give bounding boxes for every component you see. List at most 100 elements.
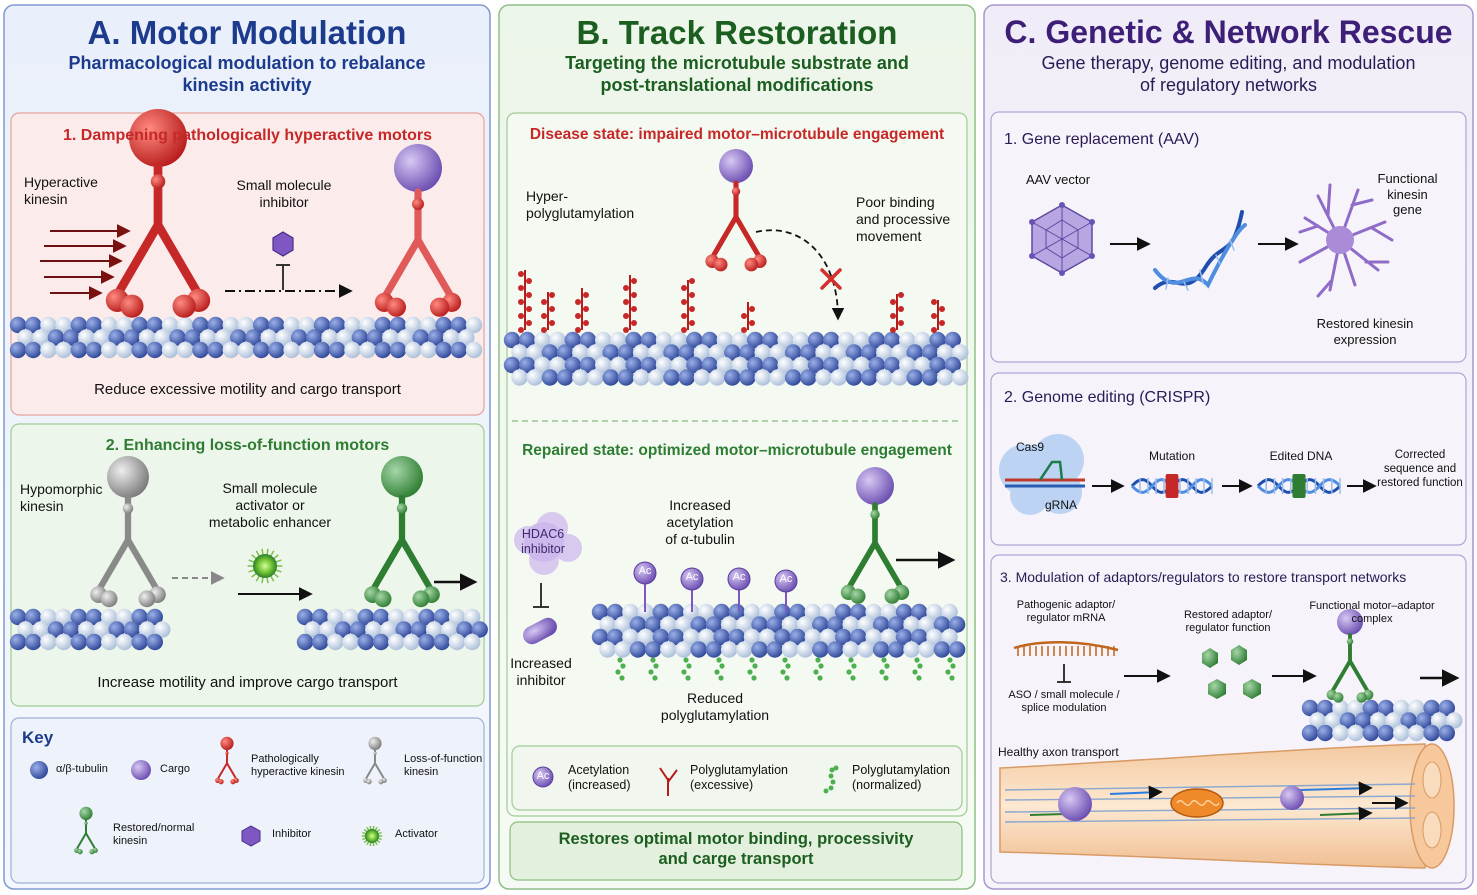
tubulin-subunit bbox=[418, 633, 435, 651]
tubulin-subunit bbox=[471, 621, 488, 638]
tubulin-subunit bbox=[660, 616, 677, 633]
tubulin-subunit bbox=[1332, 699, 1349, 717]
tubulin-subunit bbox=[9, 316, 27, 334]
motor-domain bbox=[386, 297, 406, 317]
tubulin-subunit bbox=[572, 344, 589, 361]
glutamate bbox=[931, 327, 937, 333]
tubulin-subunit bbox=[32, 621, 49, 638]
tubulin-subunit bbox=[655, 331, 673, 349]
tubulin-subunit bbox=[1324, 712, 1341, 729]
tubulin-subunit bbox=[534, 356, 551, 374]
key-inhibitor: Inhibitor bbox=[272, 828, 312, 840]
box-a-key bbox=[10, 717, 485, 884]
tubulin-subunit bbox=[880, 603, 897, 621]
glu-bead bbox=[949, 675, 955, 681]
tubulin-subunit bbox=[572, 369, 589, 386]
tubulin-subunit bbox=[433, 608, 450, 626]
tubulin-subunit bbox=[865, 628, 882, 646]
tubulin-subunit bbox=[237, 341, 255, 359]
panel-b-footer: Restores optimal motor binding, processi… bbox=[558, 830, 914, 868]
tubulin-subunit bbox=[1354, 712, 1372, 729]
tubulin-subunit bbox=[629, 616, 647, 633]
tubulin-subunit bbox=[759, 603, 776, 621]
tubulin-subunit bbox=[587, 344, 604, 361]
glu-bead bbox=[914, 657, 920, 663]
tubulin-subunit bbox=[899, 356, 916, 374]
tubulin-subunit bbox=[842, 641, 859, 658]
tubulin-subunit bbox=[123, 621, 141, 638]
tubulin-subunit bbox=[169, 329, 186, 346]
inhibitor-hexagon-icon bbox=[272, 231, 294, 290]
tubulin-subunit bbox=[503, 331, 521, 349]
tubulin-subunit bbox=[739, 369, 756, 386]
legend-ac-icon bbox=[532, 766, 554, 788]
tubulin-subunit bbox=[207, 341, 224, 359]
tubulin-subunit bbox=[784, 369, 802, 386]
glu-bead bbox=[917, 663, 923, 669]
tubulin-subunit bbox=[926, 628, 943, 646]
tubulin-subunit bbox=[693, 344, 711, 361]
tubulin-subunit bbox=[222, 341, 239, 359]
glu-bead bbox=[683, 657, 689, 663]
increased-inhibitor-label: Increased inhibitor bbox=[510, 655, 572, 688]
box-a2-heading: 2. Enhancing loss-of-function motors bbox=[105, 437, 390, 454]
glutamate bbox=[898, 320, 904, 326]
glu-bead bbox=[617, 657, 623, 663]
tubulin-subunit bbox=[622, 628, 639, 646]
tubulin-subunit bbox=[116, 608, 133, 626]
glutamate bbox=[623, 327, 629, 333]
tubulin-subunit bbox=[40, 341, 57, 359]
tubulin-subunit bbox=[663, 369, 680, 386]
tubulin-subunit bbox=[458, 329, 475, 346]
glutamate bbox=[575, 313, 581, 319]
tubulin-subunit bbox=[448, 608, 466, 626]
tubulin-subunit bbox=[312, 608, 329, 626]
box-c2-heading: 2. Genome editing (CRISPR) bbox=[1004, 389, 1211, 406]
glu-bead bbox=[650, 657, 656, 663]
tubulin-subunit bbox=[425, 621, 443, 638]
grna-label: gRNA bbox=[1045, 498, 1078, 512]
motor-domain bbox=[713, 257, 728, 272]
tubulin-subunit bbox=[754, 344, 771, 361]
tubulin-subunit bbox=[283, 341, 300, 359]
tubulin-subunit bbox=[380, 621, 397, 638]
tubulin-subunit bbox=[1438, 724, 1456, 742]
tubulin-subunit bbox=[842, 616, 859, 633]
tubulin-subunit bbox=[372, 633, 390, 651]
tubulin-subunit bbox=[933, 641, 951, 658]
tubulin-subunit bbox=[85, 341, 103, 359]
glutamate bbox=[526, 292, 532, 298]
tubulin-subunit bbox=[237, 316, 255, 334]
tubulin-subunit bbox=[1301, 724, 1319, 742]
loss-of-function-kinesin-icon bbox=[90, 456, 166, 608]
tubulin-subunit bbox=[1317, 699, 1334, 717]
tubulin-subunit bbox=[698, 603, 715, 621]
glu-bead bbox=[747, 669, 753, 675]
dna-helix-icon bbox=[1153, 210, 1247, 291]
tubulin-subunit bbox=[511, 344, 528, 361]
cargo-head bbox=[719, 149, 753, 183]
tubulin-subunit bbox=[736, 616, 753, 633]
tubulin-subunit bbox=[607, 628, 624, 646]
glu-bead bbox=[652, 675, 658, 681]
key-lof-kinesin-icon bbox=[363, 736, 387, 785]
tubulin-subunit bbox=[880, 628, 897, 646]
tubulin-subunit bbox=[857, 641, 875, 658]
tubulin-subunit bbox=[800, 369, 817, 386]
glutamate bbox=[583, 320, 589, 326]
tubulin-subunit bbox=[948, 616, 966, 633]
box-c1-heading: 1. Gene replacement (AAV) bbox=[1004, 131, 1200, 148]
tubulin-subunit bbox=[222, 316, 239, 334]
inhibitor-label: Small molecule inhibitor bbox=[236, 177, 332, 210]
glu-bead bbox=[719, 663, 725, 669]
tubulin-subunit bbox=[389, 341, 407, 359]
key-activator-icon bbox=[361, 825, 383, 847]
tubulin-subunit bbox=[807, 356, 825, 374]
tubulin-subunit bbox=[329, 316, 346, 334]
tubulin-subunit bbox=[349, 621, 367, 638]
glutamate bbox=[541, 327, 547, 333]
tubulin-subunit bbox=[830, 369, 847, 386]
tubulin-subunit bbox=[395, 621, 412, 638]
motor-adaptor-complex-icon bbox=[1326, 609, 1374, 703]
tubulin-subunit bbox=[860, 344, 878, 361]
